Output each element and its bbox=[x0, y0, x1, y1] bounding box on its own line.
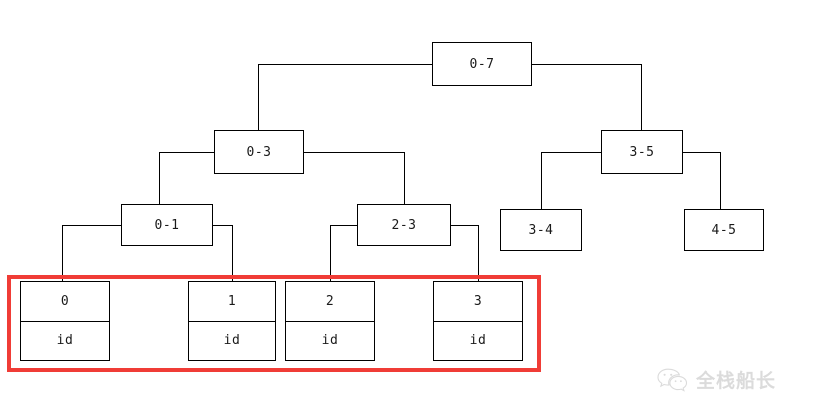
connector-n03-right-vertical bbox=[404, 152, 405, 211]
leaf-node-1[interactable]: 1 id bbox=[188, 281, 276, 361]
connector-n01-right-vertical bbox=[232, 225, 233, 282]
tree-node-3-4[interactable]: 3-4 bbox=[500, 209, 582, 251]
leaf-node-2-field: id bbox=[321, 333, 339, 349]
connector-n23-right-vertical bbox=[478, 225, 479, 282]
connector-n35-right-vertical bbox=[720, 152, 721, 211]
leaf-node-2-index: 2 bbox=[286, 282, 374, 322]
connector-root-right-vertical bbox=[641, 64, 642, 131]
connector-n23-right-horizontal bbox=[450, 225, 478, 226]
leaf-node-3-index: 3 bbox=[434, 282, 522, 322]
connector-n23-left-horizontal bbox=[330, 225, 358, 226]
leaf-node-1-field: id bbox=[223, 333, 241, 349]
connector-n23-left-vertical bbox=[330, 225, 331, 282]
leaf-node-2[interactable]: 2 id bbox=[285, 281, 375, 361]
leaf-node-1-index: 1 bbox=[189, 282, 275, 322]
connector-n01-right-horizontal bbox=[212, 225, 232, 226]
tree-node-3-5[interactable]: 3-5 bbox=[601, 130, 683, 174]
connector-n01-left-horizontal bbox=[62, 225, 122, 226]
tree-node-2-3[interactable]: 2-3 bbox=[357, 204, 451, 246]
tree-node-0-3[interactable]: 0-3 bbox=[214, 130, 304, 174]
leaf-node-3-field: id bbox=[469, 333, 487, 349]
connector-n35-left-vertical bbox=[541, 152, 542, 211]
leaf-node-0-index: 0 bbox=[21, 282, 109, 322]
leaf-node-0-field: id bbox=[56, 333, 74, 349]
leaf-node-0[interactable]: 0 id bbox=[20, 281, 110, 361]
connector-root-left-horizontal bbox=[258, 64, 433, 65]
tree-node-4-5[interactable]: 4-5 bbox=[684, 209, 764, 251]
connector-n35-left-horizontal bbox=[541, 152, 601, 153]
wechat-icon bbox=[657, 367, 688, 393]
connector-root-left-vertical bbox=[258, 64, 259, 131]
leaf-node-3[interactable]: 3 id bbox=[433, 281, 523, 361]
tree-node-0-1[interactable]: 0-1 bbox=[121, 204, 213, 246]
watermark: 全栈船长 bbox=[657, 366, 776, 393]
connector-n35-right-horizontal bbox=[682, 152, 720, 153]
connector-n03-left-vertical bbox=[159, 152, 160, 211]
connector-root-right-horizontal bbox=[531, 64, 641, 65]
connector-n01-left-vertical bbox=[62, 225, 63, 282]
connector-n03-right-horizontal bbox=[303, 152, 404, 153]
tree-node-0-7[interactable]: 0-7 bbox=[432, 42, 532, 86]
watermark-text: 全栈船长 bbox=[696, 370, 777, 392]
connector-n03-left-horizontal bbox=[159, 152, 215, 153]
